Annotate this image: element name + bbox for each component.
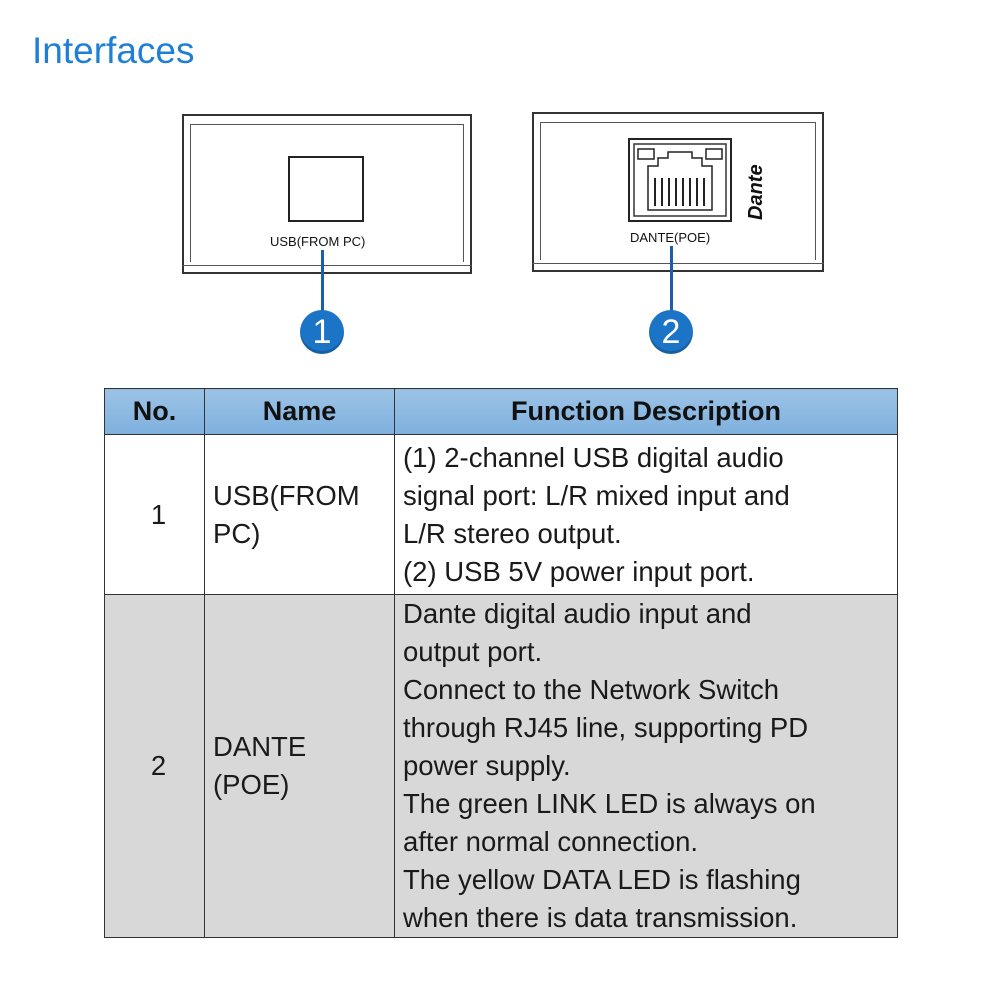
panel-edge [190, 124, 191, 262]
usb-device-panel: USB(FROM PC) [182, 114, 472, 274]
header-name: Name [204, 388, 395, 435]
table-row: 1 USB(FROM PC) (1) 2-channel USB digital… [104, 434, 898, 595]
page-title: Interfaces [32, 30, 195, 71]
row-description: Dante digital audio input and output por… [394, 594, 898, 938]
dante-device-panel: Dante DANTE(POE) [532, 112, 824, 272]
callout-line-1 [321, 250, 324, 314]
header-no: No. [104, 388, 205, 435]
row-name: DANTE (POE) [204, 594, 395, 938]
dante-logo: Dante [745, 164, 767, 220]
panel-edge [190, 124, 464, 125]
name-line: USB(FROM [213, 479, 360, 511]
header-function-description: Function Description [394, 388, 898, 435]
description-line: power supply. [403, 750, 571, 781]
dante-port-label: DANTE(POE) [630, 230, 711, 245]
name-line: (POE) [213, 769, 290, 800]
name-line: DANTE [213, 731, 307, 762]
description-line: The green LINK LED is always on [403, 788, 816, 819]
table-row: 2 DANTE (POE) Dante digital audio input … [104, 594, 898, 938]
panel-edge [815, 122, 816, 260]
usb-port-label: USB(FROM PC) [270, 234, 366, 249]
interfaces-table: No. Name Function Description 1 USB(FROM… [104, 388, 898, 938]
row-name: USB(FROM PC) [204, 434, 395, 595]
rj45-port-icon [628, 138, 732, 222]
description-line: L/R stereo output. [403, 517, 622, 549]
dante-logo-text: Dante [745, 164, 767, 220]
table-header-row: No. Name Function Description [104, 388, 898, 435]
callout-badge-1: 1 [300, 310, 344, 354]
description-line: (1) 2-channel USB digital audio [403, 441, 784, 473]
description-line: after normal connection. [403, 826, 699, 857]
name-line: PC) [213, 517, 261, 549]
row-description: (1) 2-channel USB digital audio signal p… [394, 434, 898, 595]
description-line: output port. [403, 636, 543, 667]
description-line: (2) USB 5V power input port. [403, 555, 755, 587]
callout-badge-2: 2 [649, 310, 693, 354]
panel-edge [540, 122, 541, 260]
callout-line-2 [670, 246, 673, 314]
description-line: when there is data transmission. [403, 902, 798, 933]
description-line: The yellow DATA LED is flashing [403, 864, 801, 895]
description-line: through RJ45 line, supporting PD [403, 712, 809, 743]
usb-port-icon [288, 156, 364, 222]
panel-edge [540, 122, 816, 123]
row-number: 1 [104, 434, 205, 595]
row-number: 2 [104, 594, 205, 938]
description-line: Dante digital audio input and [403, 598, 752, 629]
panel-edge [463, 124, 464, 262]
description-line: signal port: L/R mixed input and [403, 479, 790, 511]
description-line: Connect to the Network Switch [403, 674, 780, 705]
